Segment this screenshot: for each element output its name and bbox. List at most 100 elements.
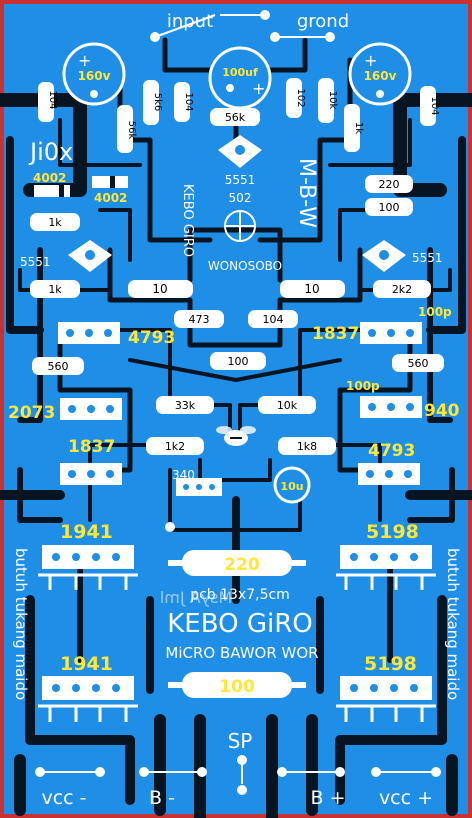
cap-right[interactable]: + 160v <box>348 42 412 106</box>
resistor-104-b[interactable]: 104 <box>174 82 194 122</box>
resistor-1k2[interactable]: 1k2 <box>146 437 204 455</box>
svg-text:104: 104 <box>183 92 194 111</box>
cap-right-label: 160v <box>364 69 397 83</box>
svg-text:1k2: 1k2 <box>165 440 185 453</box>
svg-text:1k: 1k <box>48 216 62 229</box>
transistor-1837-bot[interactable] <box>60 463 122 485</box>
resistor-2k2[interactable]: 2k2 <box>373 280 431 298</box>
resistor-1k-v[interactable]: 1k <box>344 104 364 152</box>
transistor-4793-bot[interactable] <box>358 463 420 485</box>
transistor-5198-b-label: 5198 <box>364 653 417 675</box>
transistor-5551-right-label: 5551 <box>412 251 443 265</box>
cap-left-label: 160v <box>78 69 111 83</box>
resistor-560-left[interactable]: 560 <box>32 357 84 375</box>
transistor-5198-a-label: 5198 <box>366 521 419 543</box>
resistor-560-right[interactable]: 560 <box>392 354 444 372</box>
svg-text:1k: 1k <box>353 122 364 134</box>
transistor-5551-top[interactable] <box>218 135 262 168</box>
trimpot-502[interactable] <box>224 210 256 242</box>
svg-text:33k: 33k <box>175 399 196 412</box>
resistor-33k[interactable]: 33k <box>156 396 214 414</box>
transistor-340[interactable] <box>176 478 222 496</box>
micro-bawor-label: MiCRO BAWOR WOR <box>165 644 318 662</box>
diode-4002-a[interactable] <box>34 185 70 197</box>
resistor-56k-h[interactable]: 56k <box>210 108 260 126</box>
transistor-1837-top-label: 1837 <box>312 324 359 344</box>
test-pad[interactable] <box>165 522 175 532</box>
resistor-1k-a[interactable]: 1k <box>30 213 80 231</box>
butuh-right-label: butuh tukang maido <box>444 548 462 700</box>
b-minus-label: B - <box>149 787 175 809</box>
transistor-5551-left-label: 5551 <box>20 255 51 269</box>
vcc-plus-label: vcc + <box>379 787 433 809</box>
cap-100p-b-label: 100p <box>346 379 380 393</box>
resistor-56k-v[interactable]: 56k <box>117 105 137 153</box>
transistor-4793-top-label: 4793 <box>128 328 175 348</box>
svg-text:104: 104 <box>429 96 440 115</box>
transistor-5198-a[interactable] <box>336 545 436 590</box>
resistor-102[interactable]: 102 <box>286 78 306 118</box>
svg-text:10k: 10k <box>277 399 298 412</box>
transistor-940[interactable] <box>360 396 422 418</box>
diode-4002-b-label: 4002 <box>94 191 127 205</box>
resistor-104-c[interactable]: 104 <box>420 86 440 126</box>
cap-10u[interactable]: 10u <box>273 466 311 504</box>
transistor-5551-left[interactable] <box>68 240 112 272</box>
resistor-1k-b[interactable]: 1k <box>30 280 80 298</box>
resistor-10k-v[interactable]: 10k <box>318 78 338 123</box>
resistor-104-a[interactable]: 104 <box>38 82 58 122</box>
mirrored-signature: MsyA Jml <box>160 588 232 607</box>
transistor-5551-top-label: 5551 <box>225 173 256 187</box>
transistor-1837-top[interactable] <box>360 322 422 344</box>
resistor-100-top[interactable]: 100 <box>365 198 413 216</box>
svg-text:56k: 56k <box>126 121 137 140</box>
svg-text:10k: 10k <box>327 91 338 110</box>
resistor-100-big[interactable]: 100 <box>168 672 306 698</box>
transistor-1941-a[interactable] <box>38 545 138 590</box>
wonosobo-label: WONOSOBO <box>208 259 282 273</box>
cap-473[interactable]: 473 <box>174 310 224 328</box>
kebo-vertical-label: KEBO GIRO <box>180 184 195 257</box>
diode-4002-a-label: 4002 <box>33 171 66 185</box>
resistor-10k-h[interactable]: 10k <box>258 396 316 414</box>
input-label: input <box>167 11 213 32</box>
mbw-label: M-B-W <box>294 158 319 228</box>
svg-text:104: 104 <box>47 90 58 109</box>
speaker-pads[interactable] <box>237 755 247 795</box>
svg-text:220: 220 <box>379 178 400 191</box>
resistor-220-big[interactable]: 220 <box>168 550 306 576</box>
cap-104-mid[interactable]: 104 <box>248 310 298 328</box>
cap-center-label: 100uf <box>222 66 258 79</box>
transistor-1941-b-label: 1941 <box>60 653 113 675</box>
cap-left[interactable]: + 160v <box>62 42 126 106</box>
bee-logo-icon <box>216 426 256 446</box>
transistor-2073[interactable] <box>60 398 122 420</box>
resistor-220[interactable]: 220 <box>365 175 413 193</box>
transistor-1941-b[interactable] <box>38 676 138 722</box>
svg-text:56k: 56k <box>225 111 246 124</box>
transistor-5198-b[interactable] <box>336 676 436 722</box>
svg-text:2k2: 2k2 <box>392 283 412 296</box>
svg-text:100: 100 <box>228 355 249 368</box>
resistor-1k8[interactable]: 1k8 <box>278 437 336 455</box>
vcc-minus-label: vcc - <box>41 787 86 809</box>
resistor-100-mid[interactable]: 100 <box>210 352 266 370</box>
input-ground-pads[interactable] <box>150 10 335 42</box>
power-pads[interactable] <box>35 767 441 777</box>
resistor-10-right[interactable]: 10 <box>280 280 345 298</box>
svg-text:220: 220 <box>224 555 260 575</box>
cap-center[interactable]: 100uf + <box>208 46 272 110</box>
svg-text:100: 100 <box>219 677 255 697</box>
svg-text:10: 10 <box>152 282 167 296</box>
svg-text:1k: 1k <box>48 283 62 296</box>
svg-text:10u: 10u <box>280 480 303 493</box>
svg-text:100: 100 <box>379 201 400 214</box>
transistor-5551-right[interactable] <box>362 240 406 272</box>
resistor-10-left[interactable]: 10 <box>128 280 193 298</box>
svg-text:473: 473 <box>189 313 210 326</box>
transistor-4793-top[interactable] <box>58 322 120 344</box>
resistor-5k6[interactable]: 5k6 <box>143 80 163 125</box>
svg-text:104: 104 <box>263 313 284 326</box>
svg-text:+: + <box>364 51 377 70</box>
